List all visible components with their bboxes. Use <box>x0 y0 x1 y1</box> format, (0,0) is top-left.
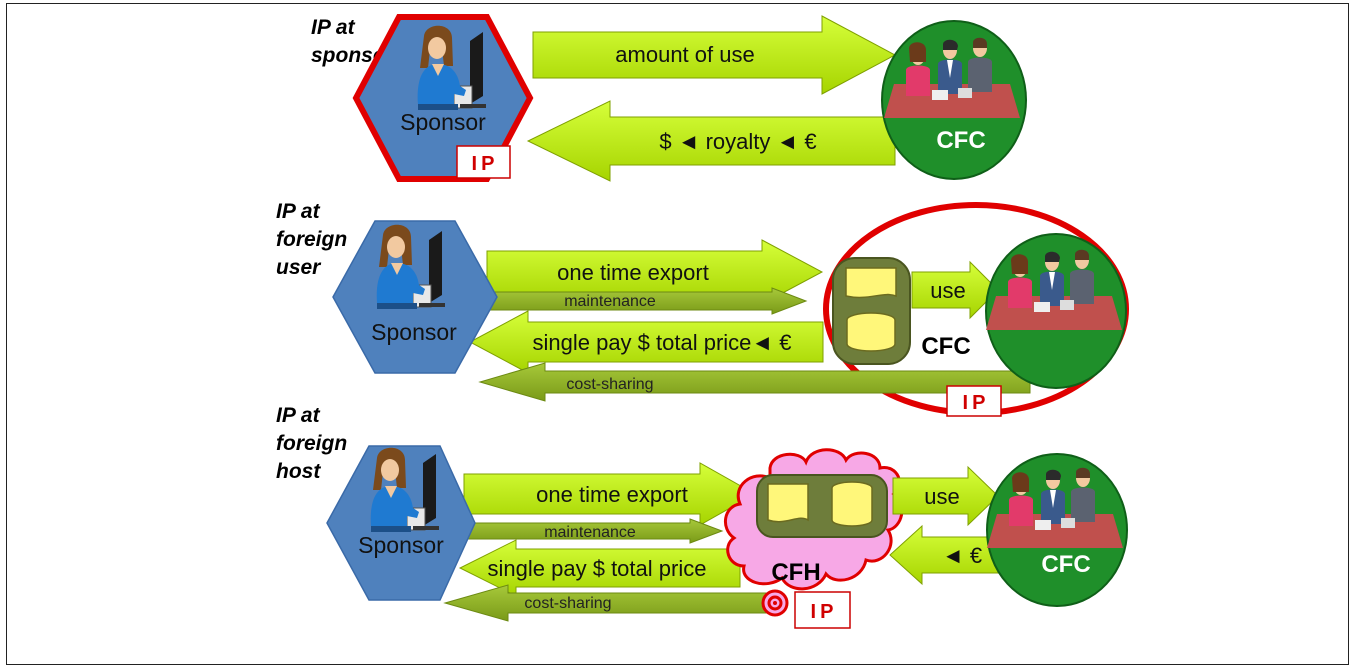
section-3-title-line-3: host <box>276 460 321 483</box>
ip-badge-1 <box>456 145 511 179</box>
arrow-single-pay-3 <box>458 539 741 597</box>
section-2-title-line-2: foreign <box>276 228 347 251</box>
arrow-use-2 <box>911 260 999 320</box>
cylinder-icon <box>831 481 873 527</box>
document-icon <box>767 483 809 523</box>
arrow-cost-sharing-3-label: cost-sharing <box>524 595 611 612</box>
arrow-maintenance-2-label: maintenance <box>564 293 656 310</box>
sponsor-label-3: Sponsor <box>358 532 444 558</box>
sponsor-label-1: Sponsor <box>400 109 486 135</box>
arrow-cost-sharing-3 <box>443 584 771 622</box>
arrow-maintenance-2 <box>486 287 808 315</box>
section-2-title-line-1: IP at <box>276 200 321 223</box>
arrow-royalty <box>526 100 896 182</box>
target-icon <box>761 589 789 617</box>
arrow-royalty-label: $ ◄ royalty ◄ € <box>659 129 816 154</box>
arrow-maintenance-3-label: maintenance <box>544 524 636 541</box>
ip-badge-3 <box>794 591 851 629</box>
arrow-maintenance-3 <box>463 518 724 544</box>
arrow-use-3-label: use <box>924 484 959 509</box>
arrow-euro-3-label: ◄ € <box>942 543 982 568</box>
arrow-single-pay-2-label: single pay $ total price◄ € <box>532 330 791 355</box>
arrow-amount-of-use-label: amount of use <box>615 42 754 67</box>
cylinder-icon <box>846 312 896 352</box>
section-1-title-line-1: IP at <box>311 16 356 39</box>
section-3-title-line-1: IP at <box>276 404 321 427</box>
ip-badge-2-label: IP <box>963 392 990 414</box>
cfc-label-1: CFC <box>936 127 985 154</box>
ip-badge-2 <box>946 385 1002 417</box>
arrow-use-2-label: use <box>930 278 965 303</box>
arrow-euro-3 <box>889 524 999 586</box>
document-icon <box>845 267 897 299</box>
ip-badge-3-label: IP <box>811 601 838 623</box>
cfh-label: CFH <box>771 559 820 586</box>
arrow-amount-of-use <box>532 15 897 95</box>
section-2-title-line-3: user <box>276 256 322 279</box>
arrow-single-pay-2 <box>468 310 824 374</box>
section-3-title-line-2: foreign <box>276 432 347 455</box>
sponsor-label-2: Sponsor <box>371 319 457 345</box>
arrow-one-time-export-2-label: one time export <box>557 260 709 285</box>
cfc-label-2: CFC <box>921 333 970 360</box>
arrow-one-time-export-3 <box>463 462 757 526</box>
arrow-single-pay-3-label: single pay $ total price <box>488 556 707 581</box>
arrow-cost-sharing-2-label: cost-sharing <box>566 376 653 393</box>
diagram-frame <box>6 3 1349 665</box>
ip-badge-1-label: IP <box>472 153 499 175</box>
arrow-use-3 <box>892 465 999 527</box>
arrow-one-time-export-3-label: one time export <box>536 482 688 507</box>
cfc-label-3: CFC <box>1041 551 1090 578</box>
